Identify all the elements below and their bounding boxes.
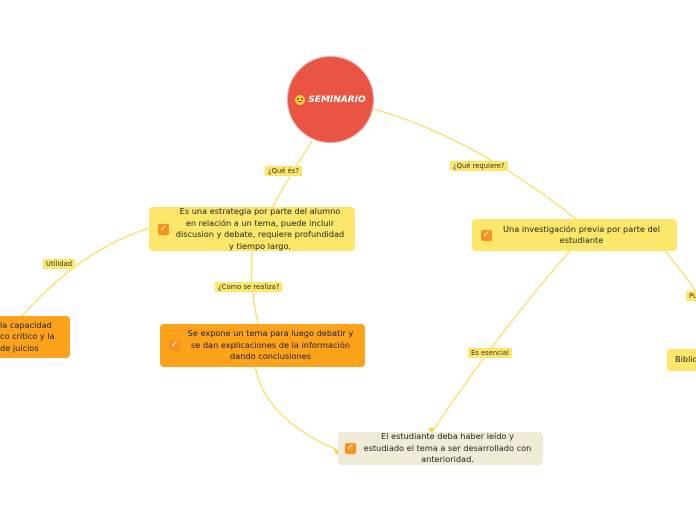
connector-definition-utility [19, 227, 150, 319]
node-utility-partial[interactable]: la capacidad co critico y la de juicios [0, 316, 70, 358]
root-title: SEMINARIO [308, 94, 366, 105]
label-que-es[interactable]: ¿Qué és? [265, 166, 302, 176]
node-biblio-text: Biblio [675, 354, 696, 365]
node-definition[interactable]: ✓ Es una estrategia por parte del alumno… [149, 206, 355, 251]
node-process-text: Se expone un tema para luego debatir y s… [187, 328, 354, 362]
label-utilidad[interactable]: Utilidad [43, 259, 76, 269]
node-research-text: Una investigación previa por parte del e… [503, 223, 660, 246]
connector-research-biblio [664, 250, 696, 293]
thinking-face-icon [295, 94, 306, 105]
node-student[interactable]: ✓ El estudiante deba haber leído y estud… [338, 431, 543, 465]
node-biblio-partial[interactable]: Biblio [667, 349, 696, 371]
label-como[interactable]: ¿Como se realiza? [215, 282, 283, 292]
checkbox-icon: ✓ [345, 443, 356, 454]
connector-research-student [431, 250, 571, 433]
root-node-seminario[interactable]: SEMINARIO [287, 56, 374, 143]
label-que-requiere[interactable]: ¿Qué requiere? [450, 161, 508, 171]
connector-root-research [369, 107, 577, 220]
node-process[interactable]: ✓ Se expone un tema para luego debatir y… [160, 324, 365, 367]
label-pu[interactable]: Pu [686, 291, 696, 301]
node-definition-text: Es una estrategia por parte del alumno e… [175, 206, 345, 251]
checkbox-icon: ✓ [158, 223, 169, 235]
arrowhead-student-top [428, 428, 435, 434]
checkbox-icon: ✓ [481, 229, 492, 241]
label-esencial[interactable]: Es esencial [468, 348, 512, 358]
node-research[interactable]: ✓ Una investigación previa por parte del… [472, 219, 677, 251]
checkbox-icon: ✓ [169, 340, 180, 351]
node-student-text: El estudiante deba haber leído y estudia… [363, 431, 532, 465]
node-utility-text: la capacidad co critico y la de juicios [0, 319, 55, 353]
connector-process-student [254, 365, 341, 452]
